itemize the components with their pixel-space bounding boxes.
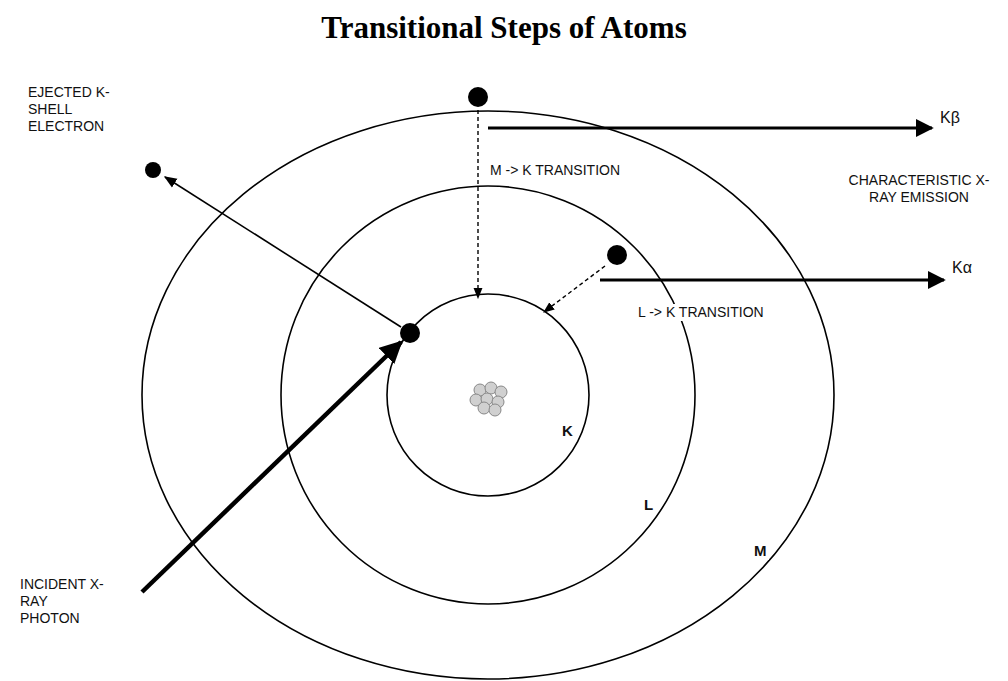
nucleus: [470, 382, 507, 416]
shell-ellipse: [142, 111, 834, 679]
k-beta-label: Kβ: [938, 108, 962, 127]
shell-ellipse: [281, 186, 695, 604]
m-shell: MLK: [141, 110, 835, 680]
shell-label: L: [642, 497, 655, 514]
shell-label: K: [560, 423, 575, 440]
shell-outline: [386, 293, 590, 497]
k-alpha-arrow: [600, 279, 944, 282]
k-beta-arrow: [488, 127, 932, 130]
title: Transitional Steps of Atoms: [0, 10, 1008, 46]
m-k-transition-label: M -> K TRANSITION: [488, 162, 622, 179]
m-to-k-dashed-arrow: [477, 110, 478, 298]
ejected-electron-label: EJECTED K-SHELL ELECTRON: [26, 84, 122, 134]
shell-outline: [141, 110, 835, 680]
l-to-k-dashed-arrow: [544, 266, 605, 312]
incident-photon-arrow: [142, 342, 401, 592]
shell-label: M: [752, 543, 769, 560]
shell-outline: [280, 185, 696, 605]
k-shell: K: [386, 293, 590, 497]
k-alpha-label: Kα: [950, 258, 974, 277]
electrons: [145, 87, 627, 343]
l-k-transition-label: L -> K TRANSITION: [636, 304, 766, 321]
incident-photon-label: INCIDENT X-RAY PHOTON: [18, 576, 108, 626]
ejection-arrow: [165, 177, 401, 327]
shell-ellipse: [387, 294, 589, 496]
l-shell: LK: [280, 185, 696, 605]
emission-label: CHARACTERISTIC X- RAY EMISSION: [842, 172, 996, 206]
